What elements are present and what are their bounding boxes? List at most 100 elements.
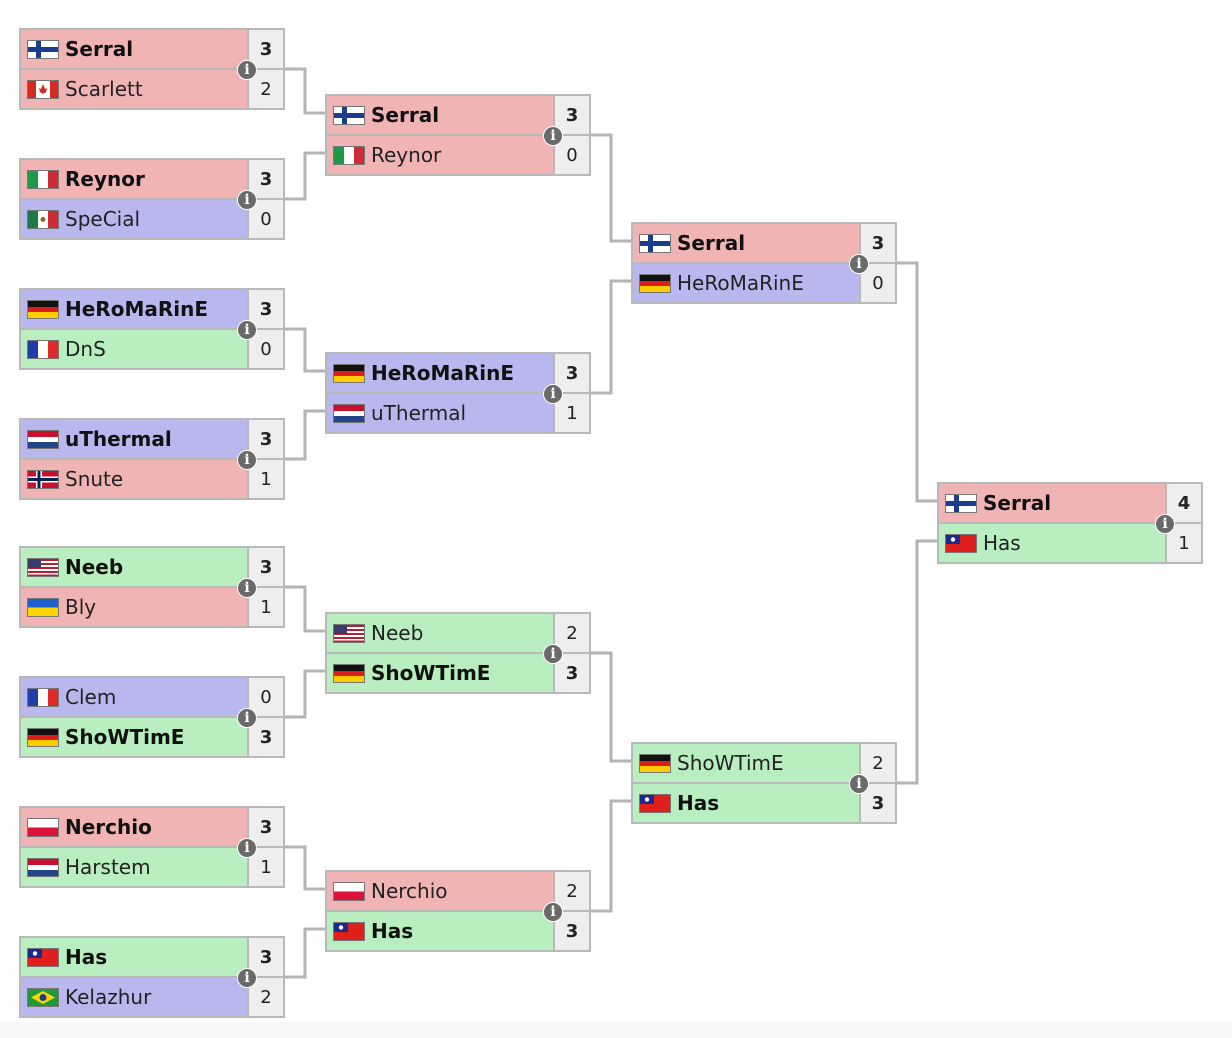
match-info-icon[interactable]: i bbox=[237, 320, 257, 340]
player-cell[interactable]: Scarlett bbox=[21, 70, 247, 108]
player-cell[interactable]: Nerchio bbox=[21, 808, 247, 846]
player-cell[interactable]: ShoWTimE bbox=[21, 718, 247, 756]
match-info-icon[interactable]: i bbox=[849, 254, 869, 274]
player-cell[interactable]: Has bbox=[939, 524, 1165, 562]
player-cell[interactable]: Has bbox=[21, 938, 247, 976]
player-cell[interactable]: Reynor bbox=[21, 160, 247, 198]
match-info-icon[interactable]: i bbox=[543, 644, 563, 664]
player-cell[interactable]: HeRoMaRinE bbox=[21, 290, 247, 328]
player-cell[interactable]: Serral bbox=[21, 30, 247, 68]
player-cell[interactable]: Neeb bbox=[327, 614, 553, 652]
player-name[interactable]: uThermal bbox=[65, 427, 172, 451]
player-name[interactable]: Has bbox=[371, 919, 414, 943]
player-name[interactable]: HeRoMaRinE bbox=[677, 271, 804, 295]
player-name[interactable]: Has bbox=[65, 945, 108, 969]
taiwan-flag-icon bbox=[333, 921, 365, 941]
match-info-icon[interactable]: i bbox=[237, 838, 257, 858]
match-info-icon[interactable]: i bbox=[543, 384, 563, 404]
player-name[interactable]: Serral bbox=[65, 37, 134, 61]
player-cell[interactable]: Clem bbox=[21, 678, 247, 716]
player-name[interactable]: Reynor bbox=[65, 167, 145, 191]
player-name[interactable]: Serral bbox=[677, 231, 746, 255]
match-info-icon[interactable]: i bbox=[1155, 514, 1175, 534]
germany-flag-icon bbox=[639, 273, 671, 293]
match-info-icon[interactable]: i bbox=[237, 968, 257, 988]
player-cell[interactable]: Neeb bbox=[21, 548, 247, 586]
ukraine-flag-icon bbox=[27, 597, 59, 617]
player-cell[interactable]: uThermal bbox=[327, 394, 553, 432]
player-name[interactable]: HeRoMaRinE bbox=[371, 361, 514, 385]
player-name[interactable]: Serral bbox=[371, 103, 440, 127]
player-name[interactable]: Reynor bbox=[371, 143, 442, 167]
player-cell[interactable]: ShoWTimE bbox=[633, 744, 859, 782]
player-name[interactable]: Harstem bbox=[65, 855, 151, 879]
player-cell[interactable]: Serral bbox=[939, 484, 1165, 522]
match-info-icon[interactable]: i bbox=[237, 450, 257, 470]
player-cell[interactable]: HeRoMaRinE bbox=[633, 264, 859, 302]
player-name[interactable]: Scarlett bbox=[65, 77, 143, 101]
finland-flag-icon bbox=[945, 493, 977, 513]
match-info-icon[interactable]: i bbox=[849, 774, 869, 794]
player-name[interactable]: Nerchio bbox=[65, 815, 152, 839]
player-name[interactable]: uThermal bbox=[371, 401, 467, 425]
player-name[interactable]: Clem bbox=[65, 685, 117, 709]
player-name[interactable]: DnS bbox=[65, 337, 106, 361]
player-name[interactable]: ShoWTimE bbox=[371, 661, 491, 685]
player-cell[interactable]: DnS bbox=[21, 330, 247, 368]
player-name[interactable]: Neeb bbox=[371, 621, 424, 645]
match-info-icon[interactable]: i bbox=[237, 578, 257, 598]
player-cell[interactable]: Serral bbox=[327, 96, 553, 134]
player-cell[interactable]: Kelazhur bbox=[21, 978, 247, 1016]
bracket-connector-line bbox=[285, 327, 325, 373]
player-name[interactable]: Bly bbox=[65, 595, 97, 619]
player-row: Has 3 bbox=[21, 938, 283, 976]
player-cell[interactable]: SpeCial bbox=[21, 200, 247, 238]
match-info-icon[interactable]: i bbox=[237, 60, 257, 80]
match-info-icon[interactable]: i bbox=[237, 708, 257, 728]
player-cell[interactable]: uThermal bbox=[21, 420, 247, 458]
player-name[interactable]: Has bbox=[983, 531, 1021, 555]
germany-flag-icon bbox=[333, 663, 365, 683]
player-cell[interactable]: Serral bbox=[633, 224, 859, 262]
player-name[interactable]: Serral bbox=[983, 491, 1052, 515]
player-cell[interactable]: Has bbox=[327, 912, 553, 950]
player-name[interactable]: ShoWTimE bbox=[65, 725, 185, 749]
player-cell[interactable]: Nerchio bbox=[327, 872, 553, 910]
player-cell[interactable]: Bly bbox=[21, 588, 247, 626]
player-cell[interactable]: HeRoMaRinE bbox=[327, 354, 553, 392]
player-name[interactable]: SpeCial bbox=[65, 207, 141, 231]
player-name[interactable]: Neeb bbox=[65, 555, 124, 579]
player-cell[interactable]: Harstem bbox=[21, 848, 247, 886]
player-cell[interactable]: ShoWTimE bbox=[327, 654, 553, 692]
player-name[interactable]: Kelazhur bbox=[65, 985, 152, 1009]
player-score: 3 bbox=[859, 784, 895, 822]
player-cell[interactable]: Reynor bbox=[327, 136, 553, 174]
bracket-connector-line bbox=[897, 261, 937, 503]
player-name[interactable]: Has bbox=[677, 791, 720, 815]
player-name[interactable]: ShoWTimE bbox=[677, 751, 784, 775]
mexico-flag-icon bbox=[27, 209, 59, 229]
player-name[interactable]: Snute bbox=[65, 467, 124, 491]
match-info-icon[interactable]: i bbox=[543, 902, 563, 922]
player-cell[interactable]: Snute bbox=[21, 460, 247, 498]
player-score: 3 bbox=[247, 938, 283, 976]
germany-flag-icon bbox=[27, 727, 59, 747]
match-info-icon[interactable]: i bbox=[543, 126, 563, 146]
player-name[interactable]: HeRoMaRinE bbox=[65, 297, 208, 321]
player-name[interactable]: Nerchio bbox=[371, 879, 448, 903]
match-info-icon[interactable]: i bbox=[237, 190, 257, 210]
player-cell[interactable]: Has bbox=[633, 784, 859, 822]
